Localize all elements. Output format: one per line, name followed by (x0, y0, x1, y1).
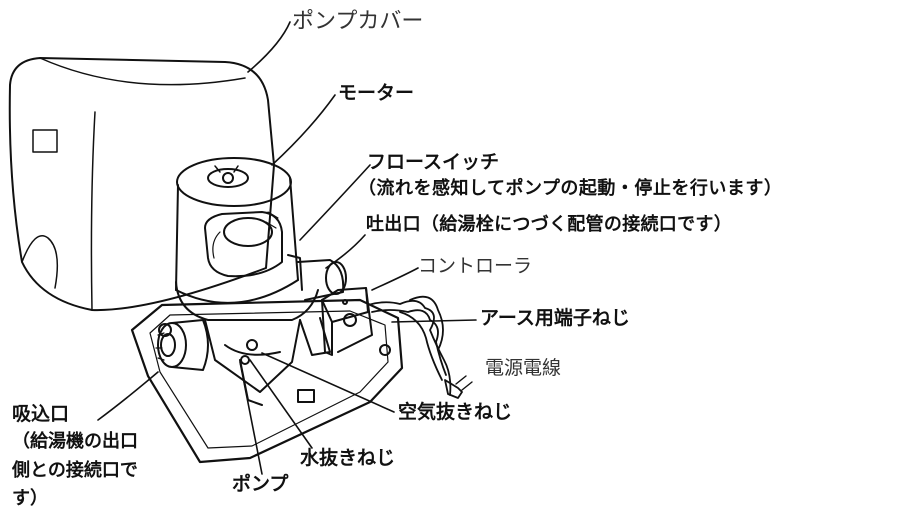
leader-lines (97, 21, 477, 475)
label-pump-cover: ポンプカバー (292, 9, 424, 34)
label-controller: コントローラ (418, 255, 533, 277)
base-plate-drawing (130, 298, 404, 464)
label-outlet: 吐出口（給湯栓につづく配管の接続口です） (366, 214, 732, 235)
label-flow-switch-desc: （流れを感知してポンプの起動・停止を行います） (358, 178, 783, 199)
label-power-cord: 電源電線 (485, 357, 562, 379)
label-inlet-line2: （給湯機の出口 (12, 431, 138, 452)
controller-drawing (321, 287, 373, 356)
label-drain-screw: 水抜きねじ (300, 447, 396, 469)
inlet-fitting-drawing (155, 319, 209, 371)
pump-body-drawing (175, 281, 331, 406)
label-ground-screw: アース用端子ねじ (480, 307, 630, 329)
label-flow-switch-title: フロースイッチ (367, 151, 500, 173)
label-inlet-line3: 側との接続口で (12, 460, 138, 481)
label-pump: ポンプ (232, 473, 289, 495)
power-cord-drawing (367, 295, 473, 399)
label-air-vent-screw: 空気抜きねじ (398, 401, 513, 423)
label-motor: モーター (338, 82, 415, 104)
label-inlet-line4: す） (12, 488, 48, 509)
flow-switch-drawing (287, 254, 347, 301)
pump-cover-drawing (8, 57, 275, 312)
motor-drawing (175, 157, 299, 304)
label-inlet-line1: 吸込口 (12, 403, 70, 425)
